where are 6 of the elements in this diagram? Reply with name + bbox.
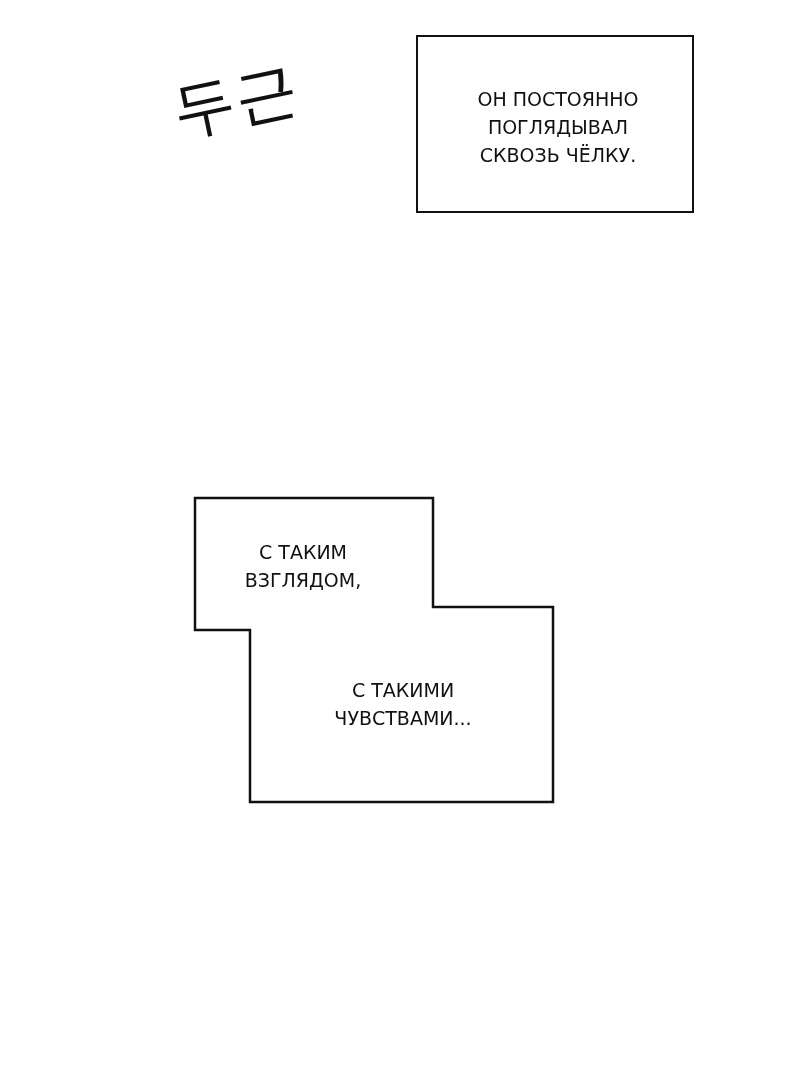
caption-box	[193, 496, 555, 804]
caption-text: С ТАКИМИ ЧУВСТВАМИ...	[333, 678, 473, 731]
caption-text: С ТАКИМ ВЗГЛЯДОМ,	[243, 540, 363, 593]
sound-effect-text: 두근	[164, 49, 308, 151]
narration-box	[416, 35, 694, 213]
caption-text: ОН ПОСТОЯННО ПОГЛЯДЫВАЛ СКВОЗЬ ЧЁЛКУ.	[476, 87, 640, 168]
